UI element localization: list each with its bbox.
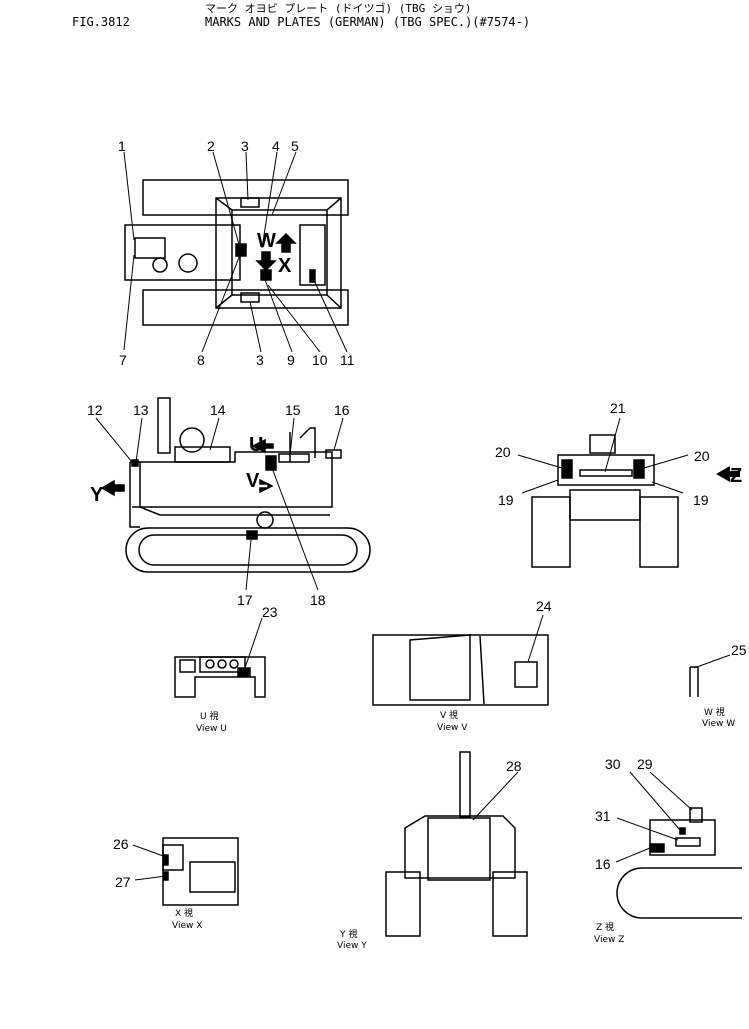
- callout-4: 4: [272, 138, 280, 154]
- view-u-caption: View U: [196, 724, 227, 734]
- side-view-drawing: [100, 397, 371, 573]
- callout-7: 7: [119, 352, 127, 368]
- callout-1: 1: [118, 138, 126, 154]
- callout-16: 16: [334, 402, 350, 418]
- view-u-caption-jp: U 視: [200, 710, 218, 722]
- callout-20b: 20: [694, 448, 710, 464]
- title-english: MARKS AND PLATES (GERMAN) (TBG SPEC.)(#7…: [205, 15, 531, 29]
- callout-10: 10: [312, 352, 328, 368]
- callout-15: 15: [285, 402, 301, 418]
- view-y-drawing: [385, 751, 528, 937]
- z-arrow-icon: [716, 466, 740, 482]
- view-v-caption: View V: [437, 723, 468, 733]
- callout-30: 30: [605, 756, 621, 772]
- callout-17: 17: [237, 592, 253, 608]
- callout-13: 13: [133, 402, 149, 418]
- front-view-drawing: [531, 434, 679, 568]
- callout-24: 24: [536, 598, 552, 614]
- view-u-drawing: [174, 617, 266, 698]
- view-y-caption-jp: Y 視: [339, 928, 357, 940]
- view-x-drawing: [132, 837, 239, 906]
- title-japanese: マーク オヨビ プレート (ドイツゴ) (TBG ショウ): [205, 2, 472, 15]
- callout-numbers: 1 2 3 4 5 7 8 3 9 10 11 12 13 14 15 16 1…: [87, 138, 747, 951]
- view-v-caption-jp: V 視: [440, 709, 458, 721]
- view-y-caption: View Y: [337, 941, 367, 951]
- callout-3b: 3: [256, 352, 264, 368]
- view-z-caption: View Z: [594, 935, 624, 945]
- arrow-letter-x: X: [278, 255, 292, 277]
- callout-27: 27: [115, 874, 131, 890]
- callout-19: 19: [498, 492, 514, 508]
- callout-9: 9: [287, 352, 295, 368]
- front-view-leaders: [517, 417, 689, 494]
- top-view-drawing: [124, 179, 349, 326]
- callout-25: 25: [731, 642, 747, 658]
- side-view-leaders: [95, 417, 344, 591]
- arrow-letter-v: V: [246, 470, 260, 492]
- top-view-leaders: [123, 151, 348, 353]
- view-x-caption: View X: [172, 921, 202, 931]
- callout-14: 14: [210, 402, 226, 418]
- view-w-caption: View W: [702, 719, 735, 729]
- callout-29: 29: [637, 756, 653, 772]
- callout-21: 21: [610, 400, 626, 416]
- callout-19b: 19: [693, 492, 709, 508]
- callout-11: 11: [340, 352, 355, 368]
- callout-3: 3: [241, 138, 249, 154]
- callout-20: 20: [495, 444, 511, 460]
- callout-16b: 16: [595, 856, 611, 872]
- view-w-caption-jp: W 視: [704, 706, 725, 718]
- arrow-letter-y: Y: [90, 484, 104, 506]
- callout-2: 2: [207, 138, 215, 154]
- callout-23: 23: [262, 604, 278, 620]
- view-w-drawing: [689, 654, 731, 697]
- arrow-letter-u: U: [249, 434, 263, 456]
- callout-8: 8: [197, 352, 205, 368]
- callout-31: 31: [595, 808, 611, 824]
- callout-28: 28: [506, 758, 522, 774]
- figure-id: FIG.3812: [72, 15, 130, 29]
- view-z-caption-jp: Z 視: [596, 921, 614, 933]
- arrow-letter-w: W: [257, 230, 276, 252]
- view-v-drawing: [372, 614, 549, 706]
- view-z-drawing: [615, 771, 742, 919]
- callout-26: 26: [113, 836, 129, 852]
- callout-12: 12: [87, 402, 103, 418]
- arrow-letter-z: Z: [730, 465, 742, 487]
- callout-18: 18: [310, 592, 326, 608]
- callout-5: 5: [291, 138, 299, 154]
- view-x-caption-jp: X 視: [175, 907, 193, 919]
